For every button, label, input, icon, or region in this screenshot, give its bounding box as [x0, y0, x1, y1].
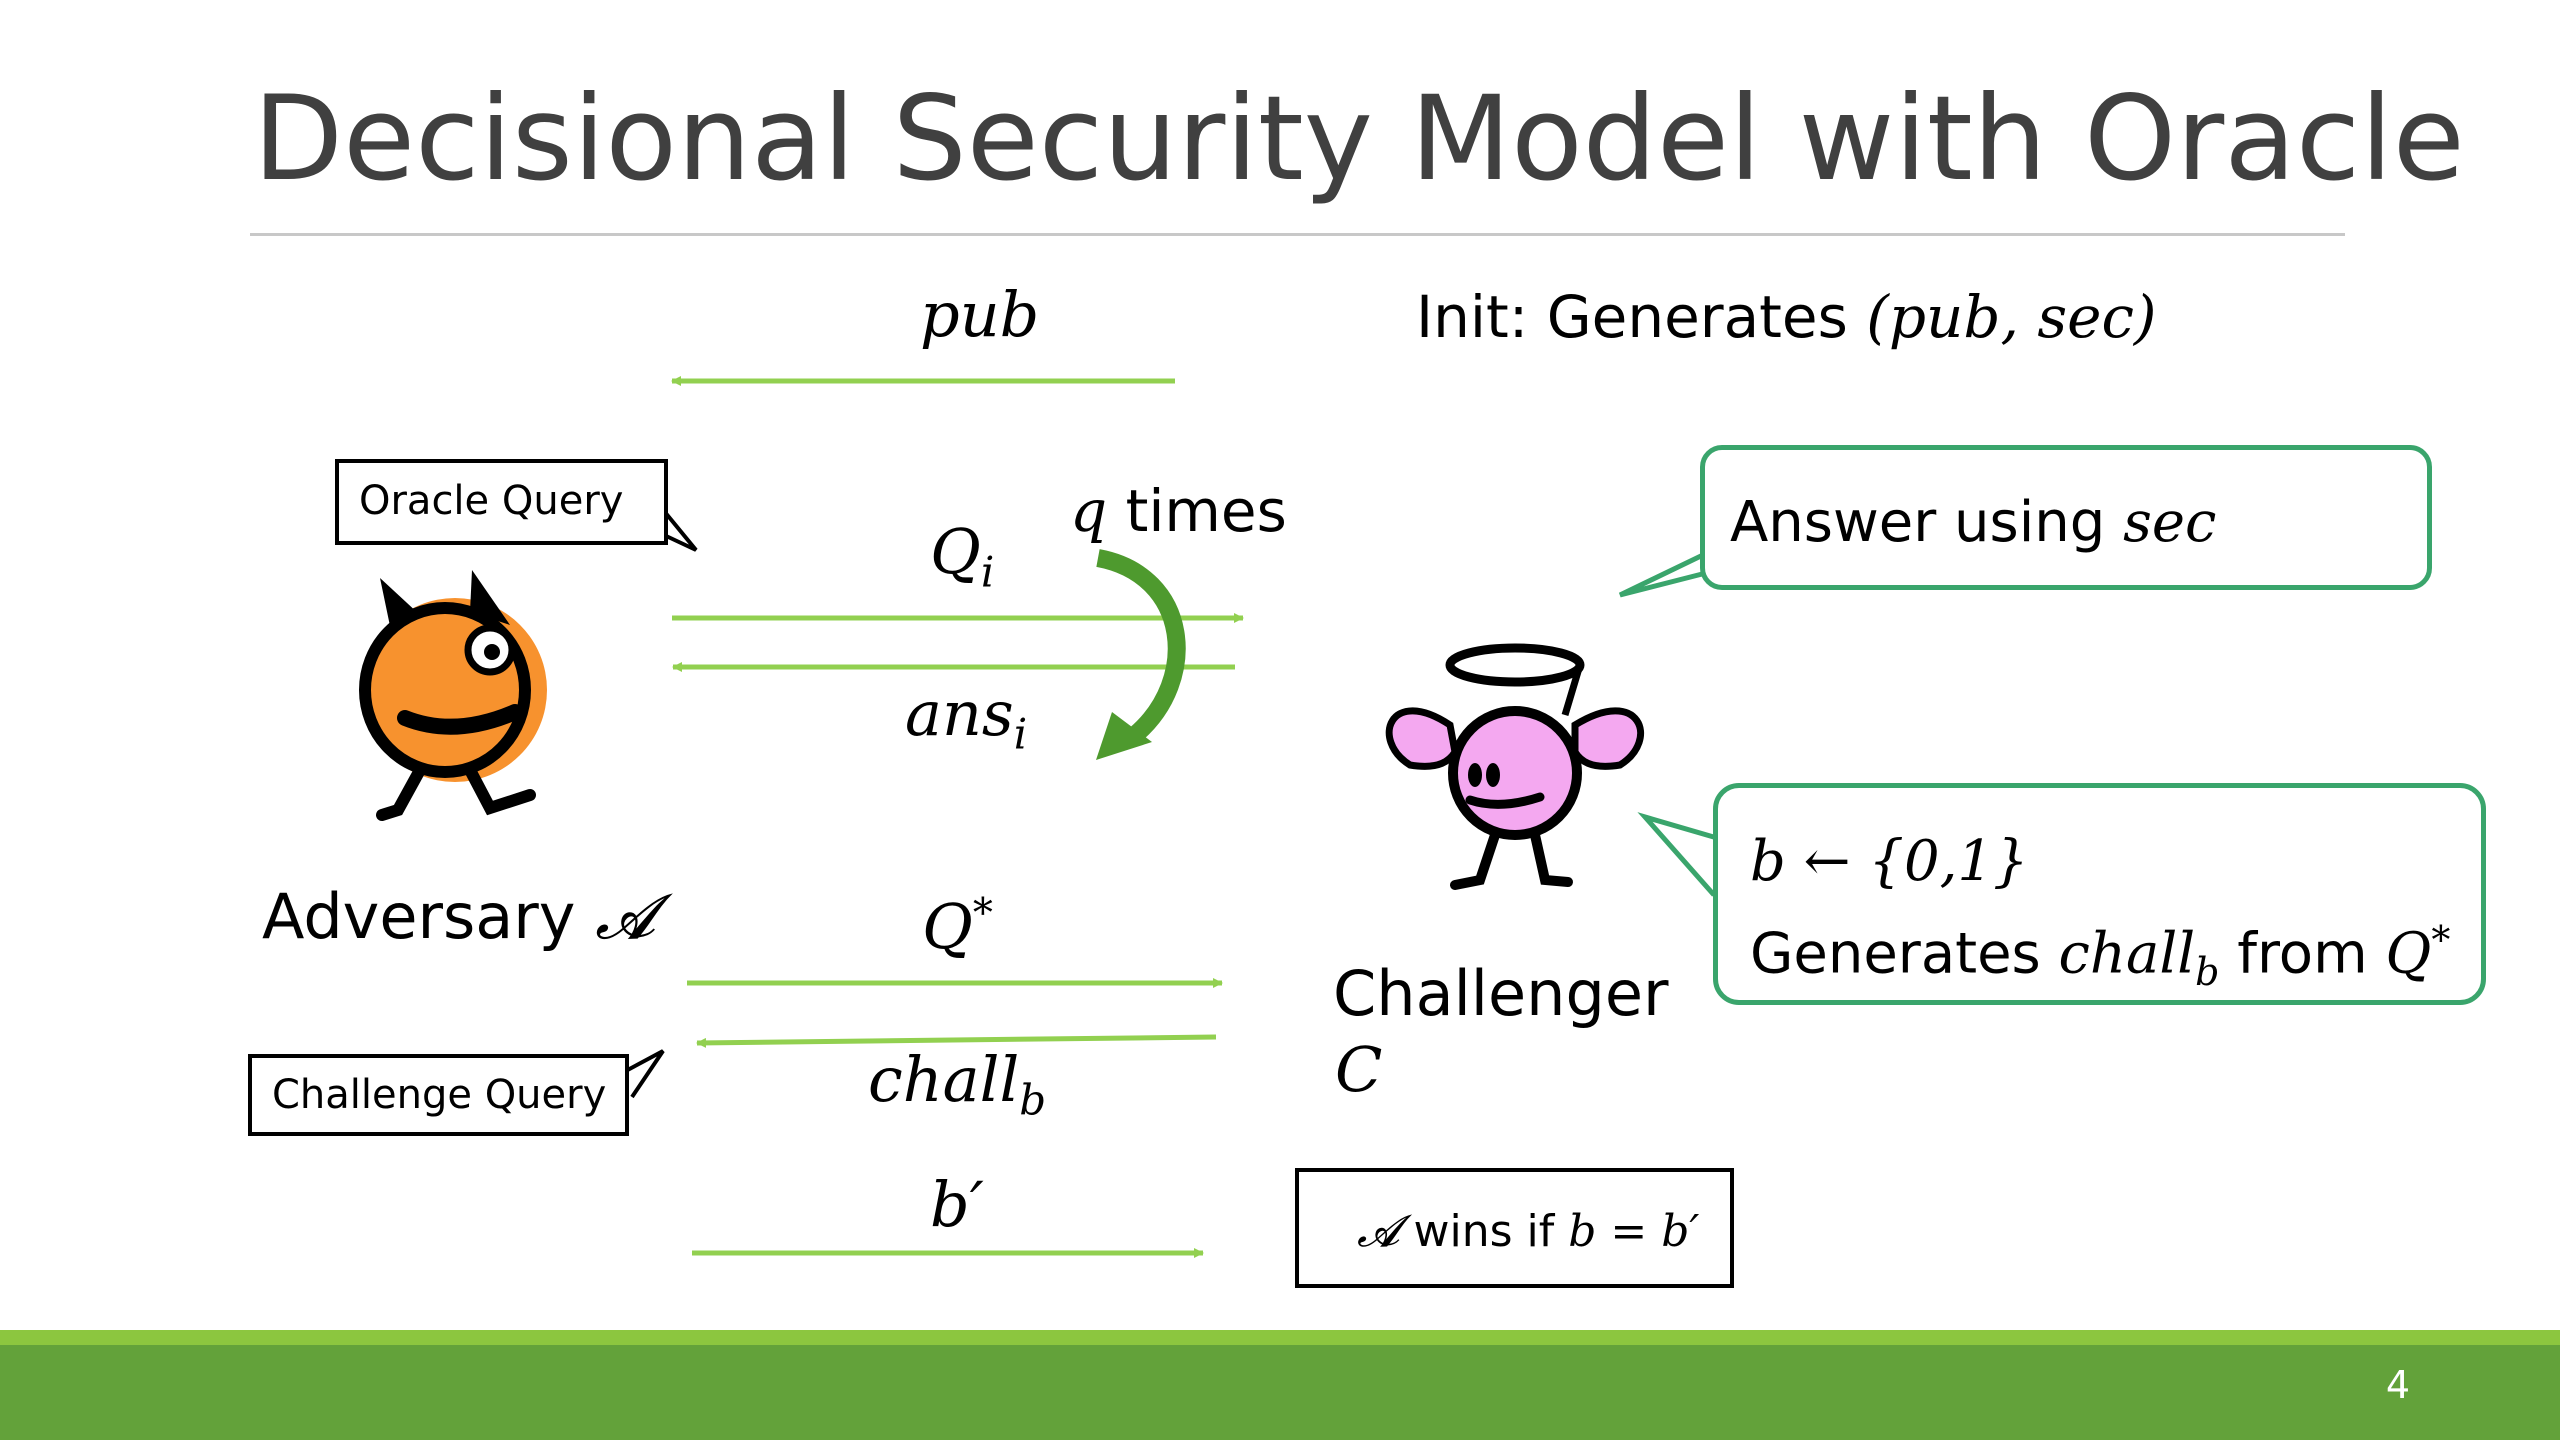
message-guess: b′ — [930, 1168, 984, 1241]
adversary-text: Adversary — [262, 880, 596, 953]
win-condition-box: 𝓐 wins if b = b′ — [1295, 1168, 1734, 1288]
challenge-symbol: Q — [922, 890, 973, 963]
oracle-query-pointer-icon — [662, 509, 698, 552]
generates-subscript: b — [2195, 949, 2220, 994]
challenger-angel-icon — [1385, 643, 1645, 890]
generates-line: Generates challb from Q* — [1750, 901, 2481, 1011]
answer-symbol: ans — [905, 677, 1014, 750]
win-math: b = b′ — [1568, 1206, 1700, 1257]
init-math: (pub, sec) — [1866, 283, 2157, 351]
answer-callout-prefix: Answer using — [1730, 490, 2124, 555]
challenge-superscript: * — [972, 890, 993, 937]
adversary-label: Adversary 𝓐 — [262, 880, 655, 954]
generates-callout: b ← {0,1} Generates challb from Q* — [1713, 783, 2486, 1005]
footer-bar — [0, 1345, 2560, 1440]
adversary-symbol: 𝓐 — [595, 880, 656, 953]
loop-count-label: q times — [1070, 477, 1287, 545]
challenge-query-pointer-icon — [621, 1049, 665, 1099]
slide-title: Decisional Security Model with Oracle — [253, 70, 2465, 207]
generates-var: chall — [2058, 921, 2196, 987]
init-prefix: Init: Generates — [1416, 283, 1867, 351]
oracle-query-text: Oracle Query — [359, 478, 624, 524]
answer-callout-var: sec — [2123, 490, 2217, 555]
loop-arrow-icon — [1096, 549, 1186, 760]
adversary-devil-icon — [359, 570, 547, 821]
challenger-symbol: C — [1335, 1033, 1383, 1106]
generates-q: Q — [2385, 921, 2432, 987]
answer-callout: Answer using sec — [1700, 445, 2432, 590]
challenger-init-label: Init: Generates (pub, sec) — [1416, 283, 2157, 351]
win-symbol: 𝓐 — [1357, 1206, 1400, 1257]
message-query: Qi — [930, 515, 994, 596]
footer-accent-bar — [0, 1330, 2560, 1345]
loop-count-text: times — [1107, 477, 1287, 545]
message-chall: challb — [868, 1043, 1046, 1124]
answer-callout-tail-icon — [1618, 552, 1711, 598]
message-answer: ansi — [905, 677, 1027, 758]
generates-mid: from — [2219, 921, 2386, 987]
query-symbol: Q — [930, 515, 981, 588]
answer-subscript: i — [1013, 709, 1028, 759]
message-challenge-query: Q* — [922, 890, 993, 963]
page-number: 4 — [2385, 1363, 2410, 1407]
bit-sampling-line: b ← {0,1} — [1750, 829, 2029, 894]
chall-symbol: chall — [868, 1043, 1020, 1116]
message-pub: pub — [920, 278, 1040, 351]
generates-superscript: * — [2431, 918, 2451, 962]
oracle-query-callout: Oracle Query — [335, 459, 668, 545]
challenge-query-text: Challenge Query — [272, 1072, 607, 1118]
query-subscript: i — [980, 547, 995, 597]
challenge-query-callout: Challenge Query — [248, 1054, 629, 1136]
chall-subscript: b — [1019, 1075, 1047, 1125]
win-text: wins if — [1399, 1206, 1569, 1257]
arrow-chall — [696, 1034, 1217, 1048]
challenger-label: Challenger — [1333, 957, 1669, 1030]
loop-count-var: q — [1070, 477, 1108, 545]
generates-prefix: Generates — [1750, 921, 2059, 987]
title-divider — [250, 233, 2345, 236]
generates-callout-tail-icon — [1637, 812, 1725, 897]
